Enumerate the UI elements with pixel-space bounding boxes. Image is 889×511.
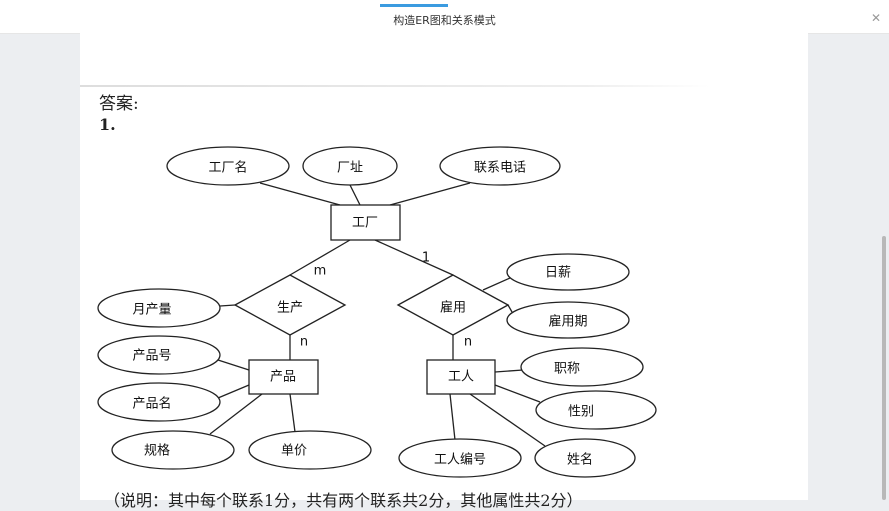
attr-label: 日薪: [545, 266, 571, 281]
relationship-produce: [233, 274, 347, 336]
attr-label: 月产量: [132, 303, 171, 318]
entity-factory-label: 工厂: [352, 216, 378, 231]
close-icon[interactable]: ✕: [870, 11, 881, 25]
attr-price: [248, 430, 372, 470]
attr-label: 联系电话: [474, 161, 526, 176]
entity-worker: [426, 359, 496, 395]
attr-label: 姓名: [567, 452, 593, 468]
entity-product-label: 产品: [270, 370, 296, 385]
card-produce-factory: m: [314, 264, 327, 279]
attr-label: 单价: [281, 444, 307, 459]
attr-spec: [111, 430, 235, 470]
attr-title: [520, 347, 644, 387]
page-divider: [80, 85, 710, 87]
tab-indicator: [380, 4, 448, 7]
entity-factory: [330, 204, 401, 241]
attr-label: 产品名: [132, 396, 171, 412]
er-diagram: 工厂 产品 工人 生产 雇用 m 1 n n 工厂名 厂址 联系电话 月产量 日…: [97, 146, 657, 478]
attr-worker-name: [534, 438, 636, 478]
scrollbar[interactable]: [882, 236, 886, 500]
attr-daily-wage: [506, 253, 630, 291]
attr-product-no: [97, 335, 221, 375]
attr-worker-no: [398, 438, 522, 478]
item-number: 1.: [99, 115, 116, 134]
attr-label: 规格: [144, 443, 170, 459]
relationship-produce-label: 生产: [277, 301, 303, 316]
relationship-employ-label: 雇用: [440, 300, 466, 316]
window-title: 构造ER图和关系模式: [393, 14, 496, 27]
card-employ-worker: n: [464, 335, 472, 350]
attr-label: 产品号: [132, 349, 171, 364]
attr-employ-period: [506, 301, 630, 339]
answer-heading: 答案:: [99, 94, 139, 114]
attr-product-name: [97, 382, 221, 422]
entity-worker-label: 工人: [448, 370, 474, 385]
attr-label: 工厂名: [208, 160, 247, 176]
attr-gender: [535, 390, 657, 430]
attr-label: 雇用期: [548, 314, 587, 330]
card-produce-product: n: [300, 335, 308, 350]
attr-label: 性别: [568, 405, 594, 420]
attr-label: 工人编号: [434, 453, 486, 468]
attr-monthly-output: [97, 288, 221, 328]
card-employ-factory: 1: [422, 251, 430, 266]
attr-factory-name: [166, 146, 290, 186]
attr-factory-phone: [439, 146, 561, 186]
relationship-employ: [396, 274, 510, 336]
attr-factory-address: [302, 146, 398, 186]
attr-label: 厂址: [337, 161, 363, 176]
entity-product: [248, 359, 319, 395]
attr-label: 职称: [554, 362, 580, 377]
